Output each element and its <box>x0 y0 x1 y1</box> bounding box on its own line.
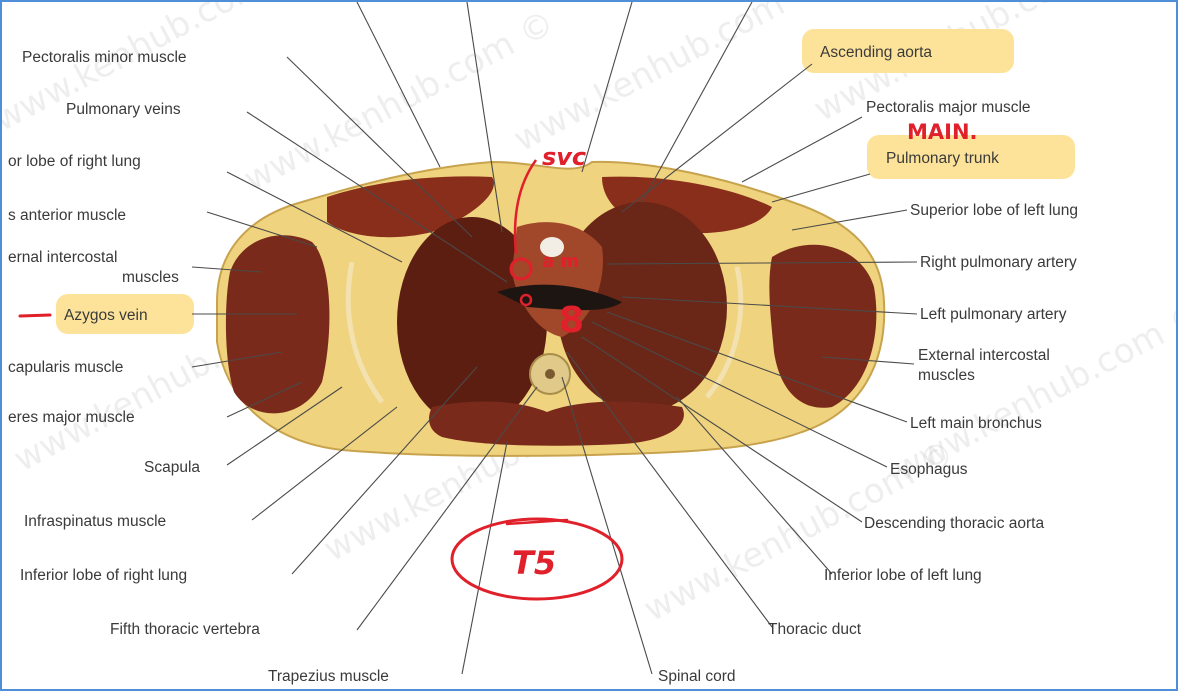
annotation-svc: svc <box>542 143 586 171</box>
label-spinal-cord: Spinal cord <box>658 668 736 685</box>
label-left-pulmonary-artery: Left pulmonary artery <box>920 306 1067 323</box>
label-azygos-vein: Azygos vein <box>64 307 148 324</box>
label-descending-thoracic-aorta: Descending thoracic aorta <box>864 515 1044 532</box>
label-pectoralis-minor: Pectoralis minor muscle <box>22 49 187 66</box>
label-thoracic-duct: Thoracic duct <box>768 621 862 638</box>
label-left-main-bronchus: Left main bronchus <box>910 415 1042 432</box>
watermark-text: www.kenhub.com © <box>2 2 311 140</box>
label-esophagus: Esophagus <box>890 461 968 478</box>
label-subscapularis: capularis muscle <box>8 359 123 376</box>
label-external-intercostal-2: muscles <box>918 367 975 384</box>
label-teres-major: eres major muscle <box>8 409 135 426</box>
watermark-text: www.kenhub.com © <box>507 2 830 160</box>
label-superior-lobe-right-lung: or lobe of right lung <box>8 153 141 170</box>
label-trapezius: Trapezius muscle <box>268 668 389 685</box>
label-superior-lobe-left-lung: Superior lobe of left lung <box>910 202 1078 219</box>
annotation-eight: 8 <box>559 300 584 341</box>
label-pulmonary-trunk: Pulmonary trunk <box>886 150 999 167</box>
label-pectoralis-major: Pectoralis major muscle <box>866 99 1031 116</box>
label-external-intercostal-1: External intercostal <box>918 347 1050 364</box>
label-internal-intercostal-1: ernal intercostal <box>8 249 117 266</box>
annotation-t5: T5 <box>512 544 556 582</box>
label-ascending-aorta: Ascending aorta <box>820 44 932 61</box>
label-inferior-lobe-right-lung: Inferior lobe of right lung <box>20 567 187 584</box>
label-internal-intercostal-2: muscles <box>122 269 179 286</box>
azygos-red-dash <box>20 315 50 316</box>
left-arm-muscle <box>226 235 330 413</box>
label-right-pulmonary-artery: Right pulmonary artery <box>920 254 1077 271</box>
annotation-am: a m <box>542 251 579 272</box>
label-serratus-anterior: s anterior muscle <box>8 207 126 224</box>
spinal-cord <box>545 369 555 379</box>
label-scapula: Scapula <box>144 459 200 476</box>
annotation-main: MAIN. <box>907 120 978 144</box>
label-pulmonary-veins: Pulmonary veins <box>66 101 181 118</box>
label-fifth-thoracic-vertebra: Fifth thoracic vertebra <box>110 621 260 638</box>
label-inferior-lobe-left-lung: Inferior lobe of left lung <box>824 567 982 584</box>
cross-section <box>217 162 884 456</box>
label-infraspinatus: Infraspinatus muscle <box>24 513 166 530</box>
